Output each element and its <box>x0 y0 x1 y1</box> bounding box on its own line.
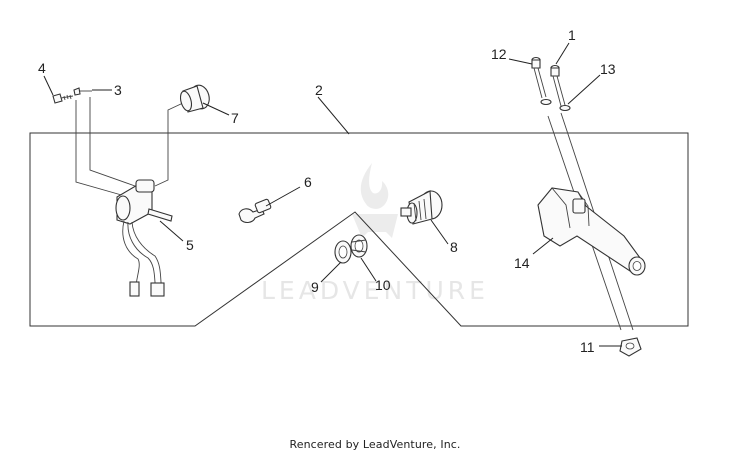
bolt-part-12 <box>531 56 547 99</box>
callout-9: 9 <box>311 279 319 295</box>
boot-part <box>179 84 210 113</box>
callout-1: 1 <box>568 27 576 43</box>
kit-outline <box>29 132 689 327</box>
screw-part-3 <box>73 87 92 96</box>
bolt-part-1 <box>550 64 566 107</box>
nut-part-11 <box>619 337 642 357</box>
watermark-text: LEADVENTURE <box>261 276 489 305</box>
callout-13: 13 <box>600 61 616 77</box>
bracket-part <box>537 112 646 331</box>
callout-10: 10 <box>375 277 391 293</box>
render-credit: Rencered by LeadVenture, Inc. <box>289 438 461 451</box>
callout-12: 12 <box>491 46 507 62</box>
callout-6: 6 <box>304 174 312 190</box>
watermark-flame-icon <box>352 163 398 238</box>
callout-2: 2 <box>315 82 323 98</box>
nut-part <box>334 240 352 264</box>
callout-labels: 1 2 3 4 5 6 7 8 9 10 11 12 13 14 <box>38 27 616 355</box>
leader-lines <box>43 42 622 347</box>
screw-part-4 <box>52 93 74 104</box>
key-part <box>238 198 272 223</box>
callout-5: 5 <box>186 237 194 253</box>
switch-housing-part <box>400 190 443 225</box>
callout-11: 11 <box>580 339 595 355</box>
callout-14: 14 <box>514 255 530 271</box>
watermark: LEADVENTURE <box>261 163 489 305</box>
callout-4: 4 <box>38 60 46 76</box>
callout-8: 8 <box>450 239 458 255</box>
callout-3: 3 <box>114 82 122 98</box>
callout-7: 7 <box>231 110 239 126</box>
lock-washer-part <box>350 234 368 258</box>
washer-part-13 <box>540 98 571 112</box>
ignition-switch-part <box>75 97 184 297</box>
